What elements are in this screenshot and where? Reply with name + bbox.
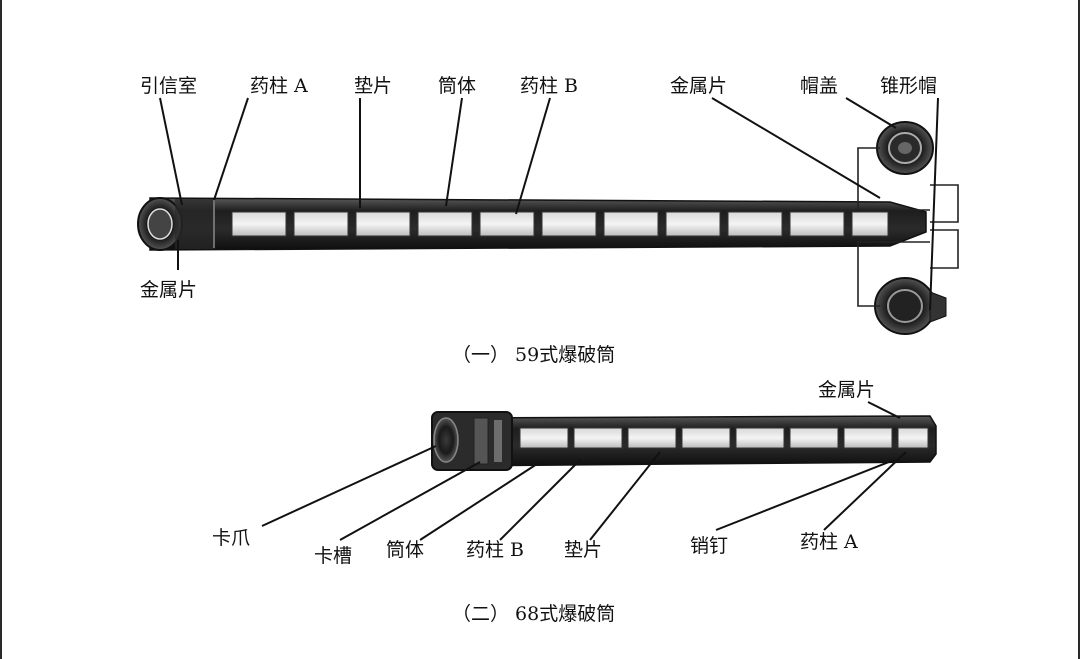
label-claw: 卡爪: [212, 527, 250, 549]
label-tube-body-1: 筒体: [438, 75, 476, 97]
label-charge-b-1: 药柱 B: [520, 75, 578, 97]
exploded-brackets: [857, 147, 959, 307]
label-groove: 卡槽: [314, 545, 352, 567]
label-tube-body-2: 筒体: [386, 539, 424, 561]
left-border: [0, 0, 2, 659]
label-cone-cap: 锥形帽: [880, 75, 937, 97]
cone-cap-part: [874, 277, 947, 335]
label-charge-a-2: 药柱 A: [800, 531, 858, 553]
label-spacer-1: 垫片: [354, 75, 392, 97]
label-spacer-2: 垫片: [564, 539, 602, 561]
right-border: [1078, 0, 1080, 659]
label-fuze-chamber: 引信室: [140, 75, 197, 97]
charges-2: [519, 427, 929, 449]
cap-part: [876, 121, 934, 175]
caption-figure-2: （二） 68式爆破筒: [452, 603, 615, 625]
label-cap: 帽盖: [800, 75, 838, 97]
label-metal-piece-bottom: 金属片: [140, 279, 197, 301]
tube-1: [149, 197, 927, 251]
label-metal-piece-2: 金属片: [818, 379, 875, 401]
figure-2-68-type: 金属片 卡爪 卡槽 筒体 药柱 B 垫片 销钉 药柱 A （二） 68式爆破筒: [212, 379, 937, 625]
charges-1: [231, 211, 889, 237]
label-charge-b-2: 药柱 B: [466, 539, 524, 561]
label-metal-piece-top: 金属片: [670, 75, 727, 97]
label-charge-a-1: 药柱 A: [250, 75, 308, 97]
label-pin: 销钉: [690, 535, 728, 557]
figure-1-59-type: 引信室 药柱 A 垫片 筒体 药柱 B 金属片 帽盖 锥形帽 金属片 （一） 5…: [137, 75, 959, 366]
caption-figure-1: （一） 59式爆破筒: [452, 344, 615, 366]
